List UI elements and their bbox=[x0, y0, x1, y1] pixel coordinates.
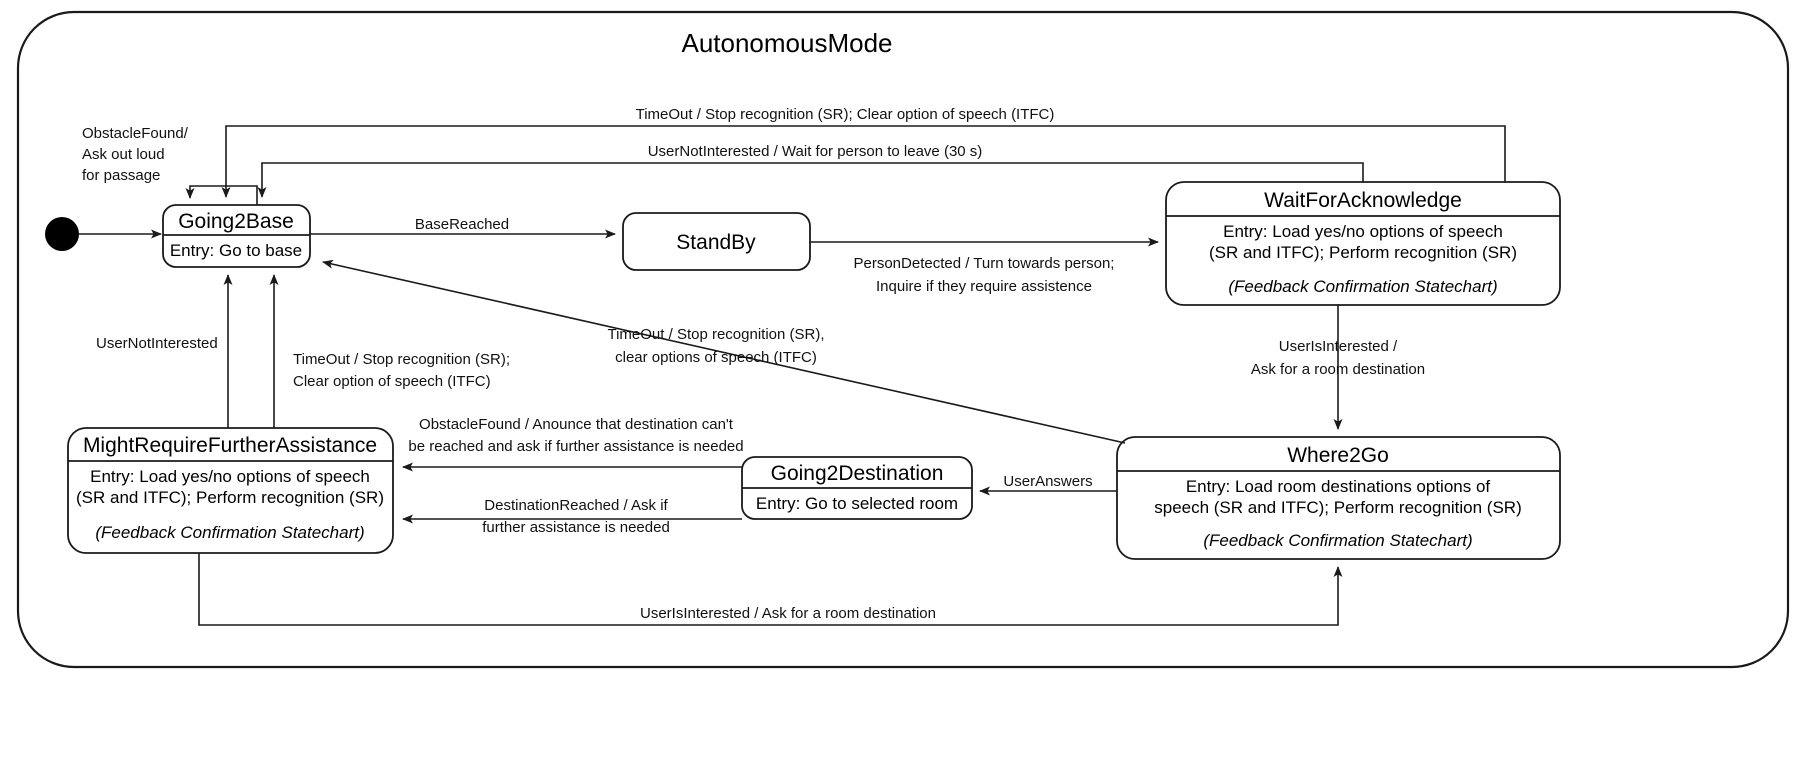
state-mightrequirefurtherassistance-note: (Feedback Confirmation Statechart) bbox=[95, 523, 364, 542]
outer-composite-state bbox=[16, 10, 1790, 669]
transition-timeout-where2go-label-1: clear options of speech (ITFC) bbox=[615, 349, 817, 366]
state-going2destination[interactable]: Going2Destination Entry: Go to selected … bbox=[741, 456, 973, 520]
transition-userisinterested-label-0: UserIsInterested / bbox=[1279, 338, 1398, 355]
state-waitforacknowledge-note: (Feedback Confirmation Statechart) bbox=[1228, 277, 1497, 296]
state-going2base-entry-0: Entry: Go to base bbox=[170, 241, 302, 260]
transition-persondetected-label-1: Inquire if they require assistence bbox=[876, 278, 1092, 295]
transition-usernotinterested-waitforacknowledge bbox=[257, 162, 1364, 198]
state-standby[interactable]: StandBy bbox=[622, 212, 811, 271]
transition-self-obstaclefound-label-0: ObstacleFound/ bbox=[82, 125, 189, 142]
transition-obstaclefound-destination-label-0: ObstacleFound / Anounce that destination… bbox=[419, 416, 734, 433]
state-where2go-entry-1: speech (SR and ITFC); Perform recognitio… bbox=[1154, 498, 1522, 517]
state-mightrequirefurtherassistance-entry-1: (SR and ITFC); Perform recognition (SR) bbox=[76, 488, 384, 507]
transition-timeout-where2go bbox=[322, 259, 1126, 444]
state-going2destination-name: Going2Destination bbox=[771, 462, 944, 485]
transition-basereached-label: BaseReached bbox=[415, 216, 509, 233]
transition-usernotinterested-mrfa-label: UserNotInterested bbox=[96, 335, 218, 352]
transition-self-obstaclefound-label-1: Ask out loud bbox=[82, 146, 165, 163]
transition-obstaclefound-destination-label-1: be reached and ask if further assistance… bbox=[408, 438, 743, 455]
transition-userisinterested-label-1: Ask for a room destination bbox=[1251, 361, 1425, 378]
state-mightrequirefurtherassistance[interactable]: MightRequireFurtherAssistance Entry: Loa… bbox=[67, 427, 394, 554]
initial-pseudostate bbox=[45, 217, 79, 251]
transition-timeout-waitforacknowledge-label: TimeOut / Stop recognition (SR); Clear o… bbox=[636, 106, 1055, 123]
transition-useranswers-label: UserAnswers bbox=[1003, 473, 1092, 490]
transition-timeout-mrfa-label-1: Clear option of speech (ITFC) bbox=[293, 373, 491, 390]
state-waitforacknowledge-entry-0: Entry: Load yes/no options of speech bbox=[1223, 222, 1503, 241]
transition-timeout-mrfa-label-0: TimeOut / Stop recognition (SR); bbox=[293, 351, 510, 368]
state-waitforacknowledge-name: WaitForAcknowledge bbox=[1264, 189, 1462, 212]
state-standby-name: StandBy bbox=[676, 231, 756, 254]
state-going2base[interactable]: Going2Base Entry: Go to base bbox=[162, 204, 311, 268]
state-where2go-name: Where2Go bbox=[1287, 444, 1389, 467]
state-waitforacknowledge-entry-1: (SR and ITFC); Perform recognition (SR) bbox=[1209, 243, 1517, 262]
state-waitforacknowledge[interactable]: WaitForAcknowledge Entry: Load yes/no op… bbox=[1165, 181, 1561, 306]
state-where2go[interactable]: Where2Go Entry: Load room destinations o… bbox=[1116, 436, 1561, 560]
transition-destinationreached-label-1: further assistance is needed bbox=[482, 519, 670, 536]
transition-userisinterested-bottom bbox=[198, 553, 1343, 626]
transition-self-obstaclefound-label-2: for passage bbox=[82, 167, 160, 184]
state-where2go-entry-0: Entry: Load room destinations options of bbox=[1186, 477, 1491, 496]
state-going2destination-entry-0: Entry: Go to selected room bbox=[756, 494, 958, 513]
transition-usernotinterested-waitforacknowledge-label: UserNotInterested / Wait for person to l… bbox=[648, 143, 983, 160]
state-mightrequirefurtherassistance-entry-0: Entry: Load yes/no options of speech bbox=[90, 467, 370, 486]
transition-timeout-where2go-label-0: TimeOut / Stop recognition (SR), bbox=[607, 326, 824, 343]
transition-self-obstaclefound bbox=[185, 185, 258, 205]
state-mightrequirefurtherassistance-name: MightRequireFurtherAssistance bbox=[83, 434, 377, 457]
state-where2go-note: (Feedback Confirmation Statechart) bbox=[1203, 531, 1472, 550]
transition-destinationreached-label-0: DestinationReached / Ask if bbox=[484, 497, 668, 514]
transition-userisinterested-bottom-label: UserIsInterested / Ask for a room destin… bbox=[640, 605, 936, 622]
transition-timeout-waitforacknowledge bbox=[221, 125, 1506, 198]
transition-persondetected-label-0: PersonDetected / Turn towards person; bbox=[854, 255, 1115, 272]
state-going2base-name: Going2Base bbox=[178, 210, 294, 233]
page-title: AutonomousMode bbox=[681, 28, 892, 58]
